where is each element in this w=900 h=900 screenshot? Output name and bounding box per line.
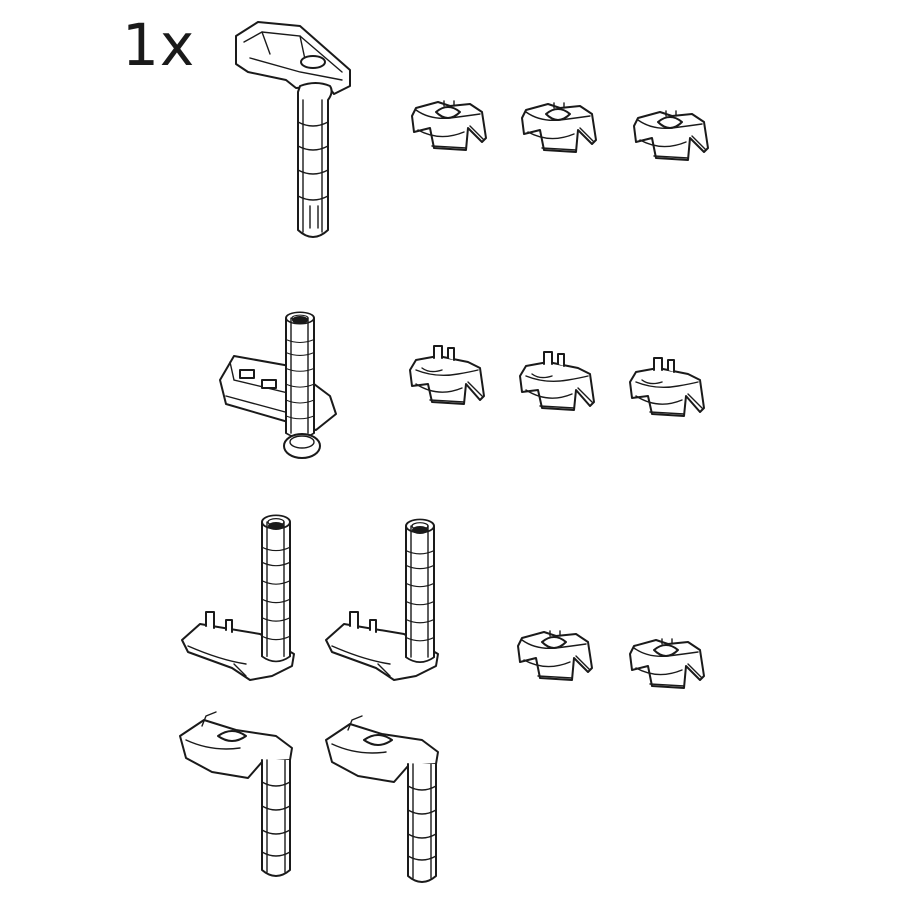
part-base-bracket-up-post: [219, 311, 337, 459]
clip-row1-a: [411, 100, 487, 151]
part-left-bracket-up-post-2: [325, 518, 439, 681]
part-clip-bracket-down-post-2: [325, 715, 439, 883]
clip-row2-c: [629, 357, 705, 417]
clip-row1-b: [521, 102, 597, 153]
clip-row1-c: [633, 110, 709, 161]
part-left-bracket-up-post-1: [181, 514, 295, 681]
part-clip-bracket-down-post-1: [179, 711, 293, 877]
clip-row2-a: [409, 345, 485, 405]
part-angle-bracket-down-post: [235, 21, 351, 238]
clip-row3-a: [517, 630, 593, 681]
quantity-label: 1x: [122, 11, 196, 79]
clip-row2-b: [519, 351, 595, 411]
clip-row3-b: [629, 638, 705, 689]
